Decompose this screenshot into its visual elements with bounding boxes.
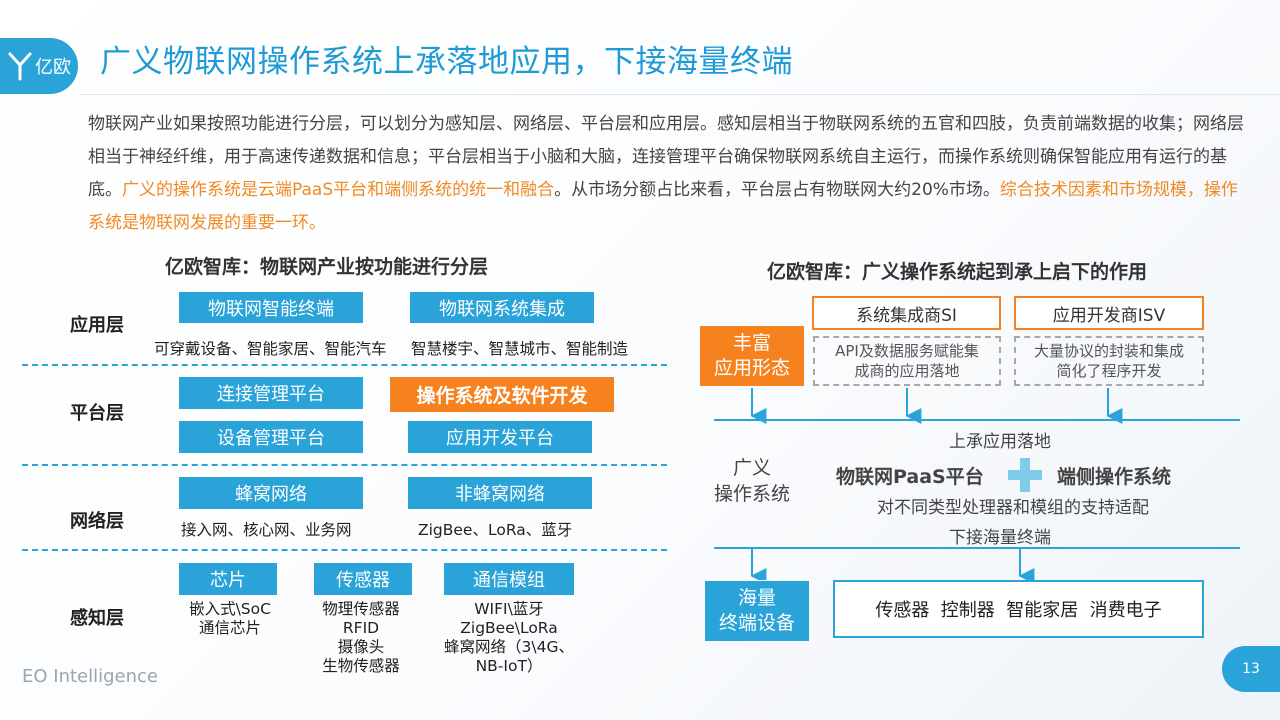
isv-desc-line: 大量协议的封装和集成: [1033, 342, 1184, 360]
right-diagram-title: 亿欧智库：广义操作系统起到承上启下的作用: [767, 261, 1148, 283]
perception-sub-chip: 嵌入式\SoC 通信芯片: [170, 600, 290, 638]
sub-sensor-line: 生物传感器: [322, 657, 400, 675]
box-mass-terminal-devices: 海量 终端设备: [705, 581, 809, 641]
intro-text-1: 物联网产业如果按照功能进行分层，可以划分为感知层、网络层、平台层和应用层。感知层…: [88, 114, 1244, 200]
sub-comm-line: ZigBee\LoRa: [460, 619, 558, 637]
layer-divider-2: [22, 464, 667, 466]
generalized-os-label: 广义 操作系统: [700, 455, 804, 507]
network-sub-cellular: 接入网、核心网、业务网: [181, 521, 352, 539]
isv-description: 大量协议的封装和集成 简化了程序开发: [1014, 336, 1204, 386]
box-chip: 芯片: [179, 563, 277, 595]
sub-sensor-line: 物理传感器: [322, 600, 400, 618]
box-cellular-network: 蜂窝网络: [179, 477, 363, 509]
page-title: 广义物联网操作系统上承落地应用，下接海量终端: [100, 44, 793, 80]
lower-label: 下接海量终端: [949, 528, 1051, 548]
box-comm-module: 通信模组: [444, 563, 574, 595]
intro-text-2: 。从市场分额占比来看，平台层占有物联网大约20%市场。: [554, 180, 1000, 200]
layer-label-perception: 感知层: [70, 608, 124, 629]
sub-sensor-line: RFID: [342, 619, 380, 637]
isv-desc-line: 简化了程序开发: [1056, 362, 1162, 380]
si-desc-line: API及数据服务赋能集: [835, 342, 979, 360]
rich-app-line: 丰富: [732, 332, 771, 354]
os-label-line: 操作系统: [713, 483, 790, 505]
plus-icon: [1008, 458, 1042, 492]
logo-text: 亿欧: [35, 57, 71, 78]
connector-lines: [714, 388, 1240, 580]
box-iot-system-integration: 物联网系统集成: [410, 292, 594, 323]
box-device-management: 设备管理平台: [179, 421, 363, 453]
si-description: API及数据服务赋能集 成商的应用落地: [813, 336, 1001, 386]
app-sub-smart-city: 智慧楼宇、智慧城市、智能制造: [411, 340, 629, 358]
perception-sub-comm: WIFI\蓝牙 ZigBee\LoRa 蜂窝网络（3\4G、 NB-IoT）: [434, 600, 584, 676]
layer-divider-1: [22, 364, 667, 366]
layer-label-network: 网络层: [70, 511, 124, 532]
box-sensor: 传感器: [314, 563, 412, 595]
mass-devices-line: 海量: [737, 587, 776, 609]
box-rich-app-forms: 丰富 应用形态: [700, 326, 804, 386]
network-sub-non-cellular: ZigBee、LoRa、蓝牙: [418, 521, 573, 539]
box-iot-smart-terminal: 物联网智能终端: [179, 292, 363, 323]
layer-divider-3: [22, 549, 667, 551]
device-list-box: 传感器 控制器 智能家居 消费电子: [833, 580, 1204, 638]
box-connection-management: 连接管理平台: [179, 377, 363, 409]
sub-comm-line: 蜂窝网络（3\4G、: [444, 638, 574, 656]
edge-os-label: 端侧操作系统: [1057, 466, 1172, 488]
app-sub-devices: 可穿戴设备、智能家居、智能汽车: [154, 340, 387, 358]
upper-label: 上承应用落地: [949, 432, 1051, 452]
sub-comm-line: NB-IoT）: [475, 657, 543, 675]
intro-highlight-1: 广义的操作系统是云端PaaS平台和端侧系统的统一和融合: [122, 180, 555, 200]
mass-devices-line: 终端设备: [718, 612, 795, 634]
layer-label-platform: 平台层: [70, 403, 124, 424]
box-system-integrator: 系统集成商SI: [812, 296, 1001, 330]
intro-highlight-2: 综合技术因素和市场规模，操作系统是物联网发展的重要一环。: [88, 180, 1238, 233]
os-label-line: 广义: [732, 457, 771, 479]
si-desc-line: 成商的应用落地: [854, 362, 960, 380]
left-diagram-title: 亿欧智库：物联网产业按功能进行分层: [165, 256, 489, 278]
paas-label: 物联网PaaS平台: [836, 466, 984, 488]
sub-sensor-line: 摄像头: [337, 638, 385, 656]
sub-chip-line: 嵌入式\SoC: [189, 600, 271, 618]
layer-label-application: 应用层: [70, 315, 124, 336]
sub-chip-line: 通信芯片: [198, 619, 261, 637]
box-app-developer: 应用开发商ISV: [1014, 296, 1204, 330]
box-non-cellular-network: 非蜂窝网络: [408, 477, 592, 509]
intro-paragraph: 物联网产业如果按照功能进行分层，可以划分为感知层、网络层、平台层和应用层。感知层…: [88, 108, 1248, 240]
footer-brand: EO Intelligence: [22, 666, 158, 687]
box-os-software-dev: 操作系统及软件开发: [390, 377, 614, 412]
title-divider: [80, 94, 1280, 95]
page-number: 13: [1222, 646, 1280, 692]
logo: 亿欧: [0, 38, 78, 94]
logo-y-icon: [8, 52, 32, 81]
support-adapt-label: 对不同类型处理器和模组的支持适配: [877, 498, 1149, 518]
box-app-dev-platform: 应用开发平台: [408, 421, 592, 453]
rich-app-line: 应用形态: [713, 357, 790, 379]
perception-sub-sensor: 物理传感器 RFID 摄像头 生物传感器: [300, 600, 422, 676]
sub-comm-line: WIFI\蓝牙: [474, 600, 544, 618]
